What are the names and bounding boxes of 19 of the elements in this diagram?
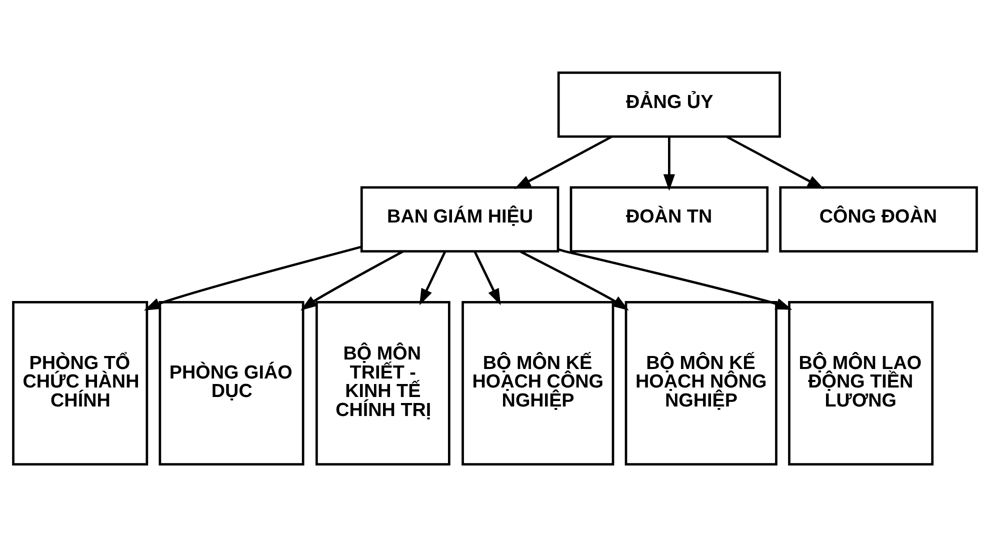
arrow: [514, 136, 612, 190]
node-box: BỘ MÔN LAO ĐỘNG TIỀN LƯƠNG: [788, 301, 934, 466]
node-box: CÔNG ĐOÀN: [779, 186, 978, 253]
node-box: BỘ MÔN TRIẾT - KINH TẾ CHÍNH TRỊ: [316, 301, 450, 466]
arrow: [300, 250, 404, 311]
node-box: BỘ MÔN KẾ HOẠCH CÔNG NGHIỆP: [462, 301, 614, 466]
arrow: [558, 248, 792, 310]
node-box: PHÒNG TỔ CHỨC HÀNH CHÍNH: [12, 301, 148, 466]
node-box: ĐOÀN TN: [570, 186, 769, 253]
arrow: [144, 246, 362, 311]
node-box: BỘ MÔN KẾ HOẠCH NÔNG NGHIỆP: [624, 301, 778, 466]
node-box: ĐẢNG ỦY: [557, 72, 781, 138]
node-box: PHÒNG GIÁO DỤC: [158, 301, 304, 466]
arrow: [520, 250, 629, 310]
arrow: [419, 251, 446, 306]
arrow: [663, 136, 675, 191]
node-box: BAN GIÁM HIỆU: [360, 186, 560, 253]
arrow: [726, 136, 824, 190]
arrow: [474, 251, 501, 306]
